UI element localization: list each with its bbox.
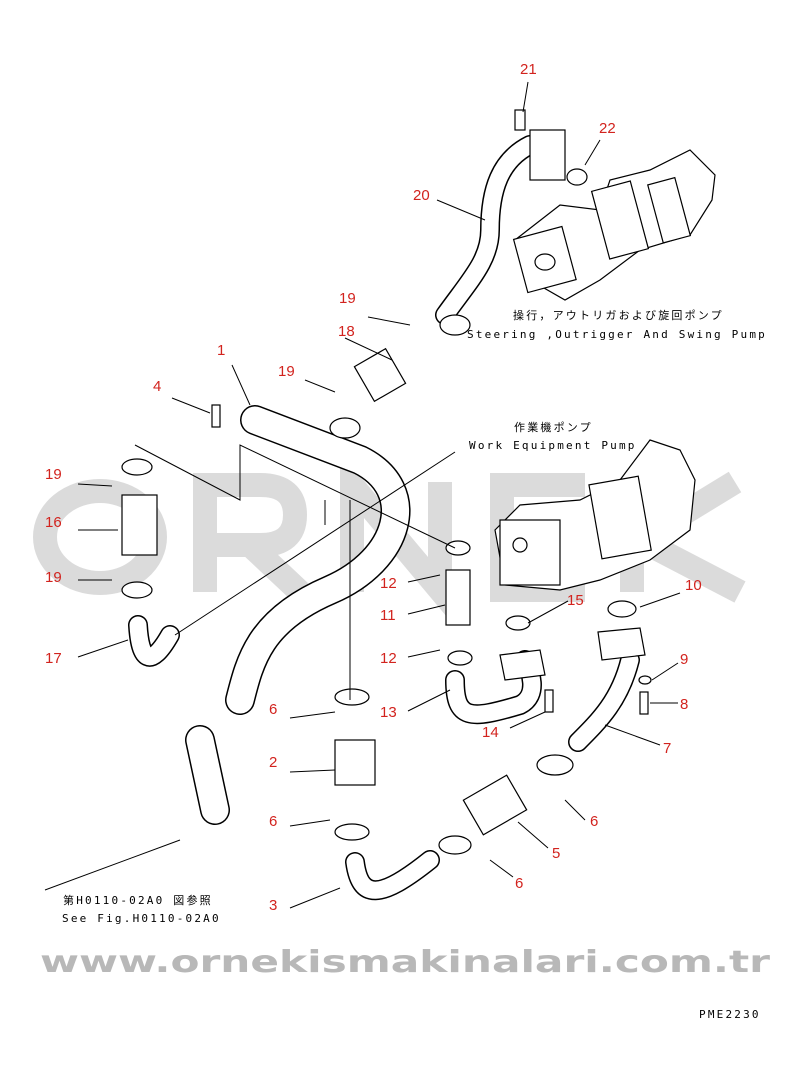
work-equipment-pump	[494, 439, 696, 591]
callout-5: 5	[552, 845, 560, 862]
callout-4: 4	[153, 378, 161, 395]
work-pump-label-en: Work Equipment Pump	[469, 439, 637, 452]
callout-12: 12	[380, 650, 397, 667]
callout-12: 12	[380, 575, 397, 592]
see-fig-label-jp: 第H0110-02A0 図参照	[63, 893, 213, 907]
callout-10: 10	[685, 577, 702, 594]
callout-6: 6	[515, 875, 523, 892]
callout-19: 19	[278, 363, 295, 380]
steering-pump-label-jp: 操行，アウトリガおよび旋回ポンプ	[513, 308, 724, 322]
callout-22: 22	[599, 120, 616, 137]
callout-14: 14	[482, 724, 499, 741]
callout-13: 13	[380, 704, 397, 721]
work-pump-label-jp: 作業機ポンプ	[514, 420, 593, 434]
callout-1: 1	[217, 342, 225, 359]
callout-20: 20	[413, 187, 430, 204]
callout-8: 8	[680, 696, 688, 713]
callout-2: 2	[269, 754, 277, 771]
callout-19: 19	[45, 466, 62, 483]
leader-lines	[44, 81, 681, 909]
callouts: 21 22 20 19 18 19 1 4 19 16 19 17 12 11 …	[45, 61, 702, 914]
callout-11: 11	[380, 607, 396, 624]
callout-21: 21	[520, 61, 537, 78]
steering-pump-label-en: Steering ,Outrigger And Swing Pump	[467, 328, 767, 341]
callout-6: 6	[269, 813, 277, 830]
callout-6: 6	[590, 813, 598, 830]
watermark-url: www.ornekismakinalari.com.tr	[40, 945, 770, 980]
callout-9: 9	[680, 651, 688, 668]
callout-19: 19	[45, 569, 62, 586]
see-fig-label-en: See Fig.H0110-02A0	[62, 912, 221, 925]
captions: 操行，アウトリガおよび旋回ポンプ Steering ,Outrigger And…	[62, 308, 767, 1021]
callout-17: 17	[45, 650, 62, 667]
drawing-number: PME2230	[699, 1008, 761, 1021]
callout-3: 3	[269, 897, 277, 914]
callout-7: 7	[663, 740, 671, 757]
steering-pump	[512, 149, 716, 301]
callout-15: 15	[567, 592, 584, 609]
callout-19: 19	[339, 290, 356, 307]
callout-6: 6	[269, 701, 277, 718]
callout-16: 16	[45, 514, 62, 531]
pipes	[121, 109, 652, 901]
callout-18: 18	[338, 323, 355, 340]
